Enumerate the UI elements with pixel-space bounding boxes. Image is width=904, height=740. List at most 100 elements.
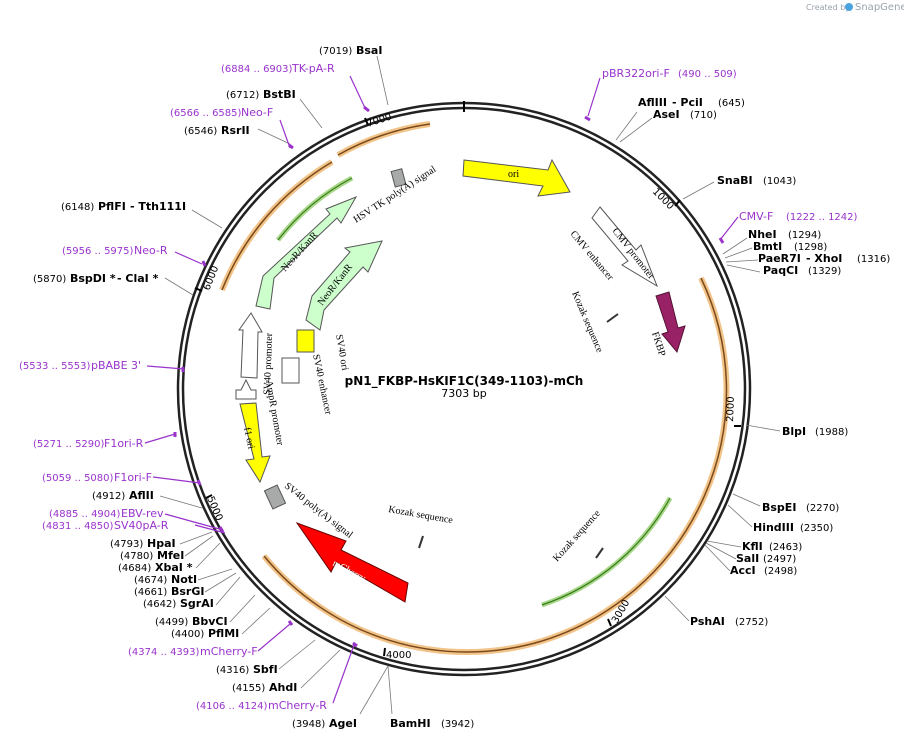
enzyme-pciI[interactable]: - PciI bbox=[672, 96, 703, 109]
enzyme-bspDI[interactable]: BspDI * bbox=[70, 272, 116, 285]
enzyme-rsrII[interactable]: RsrII bbox=[221, 124, 250, 137]
tick-label-7000: 7000 bbox=[366, 112, 394, 130]
enzyme-bspDI-pos: (5870) bbox=[33, 274, 66, 285]
cmv-promoter-feature[interactable] bbox=[591, 206, 658, 288]
enzyme-pflFI[interactable]: PflFI bbox=[98, 200, 126, 213]
cmv-promoter-label: CMV promoter bbox=[610, 226, 657, 282]
sv40-polya-feature[interactable] bbox=[263, 484, 287, 510]
neor-kanr-feature-outer[interactable] bbox=[255, 195, 358, 310]
primer-f1ori-r[interactable]: F1ori-R bbox=[104, 437, 144, 450]
enzyme-claI[interactable]: - ClaI * bbox=[117, 272, 159, 285]
enzyme-paeR7I[interactable]: PaeR7I bbox=[758, 252, 801, 265]
enzyme-ageI[interactable]: AgeI bbox=[329, 717, 357, 730]
tick-1000 bbox=[674, 199, 681, 207]
ori-feature[interactable] bbox=[462, 158, 571, 197]
enzyme-bspEI[interactable]: BspEI bbox=[762, 501, 796, 514]
enzyme-bsaI[interactable]: BsaI bbox=[356, 44, 382, 57]
created-by-text: Created by bbox=[806, 3, 850, 12]
sv40-enhancer-feature[interactable] bbox=[281, 357, 300, 384]
primer-ebv-rev-range: (4885 .. 4904) bbox=[49, 509, 121, 520]
enzyme-paqCI[interactable]: PaqCI bbox=[763, 264, 798, 277]
primer-mcherry-f[interactable]: mCherry-F bbox=[200, 645, 258, 658]
primer-sv40pa-r-range: (4831 .. 4850) bbox=[42, 521, 114, 532]
kif1c-arc-right bbox=[541, 276, 730, 644]
tick-5000 bbox=[205, 494, 213, 499]
enzyme-pshAI[interactable]: PshAI bbox=[690, 615, 725, 628]
enzyme-bspEI-pos: (2270) bbox=[806, 503, 839, 514]
enzyme-ahdI[interactable]: AhdI bbox=[269, 681, 297, 694]
enzyme-paqCI-pos: (1329) bbox=[808, 266, 841, 277]
enzyme-nheI-pos: (1294) bbox=[788, 230, 821, 241]
enzyme-aseI[interactable]: AseI bbox=[653, 108, 680, 121]
enzyme-blpI[interactable]: BlpI bbox=[782, 425, 806, 438]
f1-ori-feature[interactable] bbox=[239, 402, 271, 484]
enzyme-bmtI[interactable]: BmtI bbox=[753, 240, 782, 253]
plasmid-size: 7303 bp bbox=[441, 387, 486, 400]
tick-label-4000: 4000 bbox=[386, 650, 411, 661]
f1-ori-label: f1 ori bbox=[241, 426, 256, 450]
primer-ebv-rev[interactable]: EBV-rev bbox=[121, 507, 164, 520]
kif1c-arc-right-line bbox=[541, 277, 728, 642]
tick-4000 bbox=[383, 647, 386, 657]
enzyme-notI[interactable]: NotI bbox=[171, 573, 197, 586]
enzyme-mfeI[interactable]: MfeI bbox=[157, 549, 184, 562]
mcherry-feature[interactable] bbox=[295, 521, 409, 603]
enzyme-notI-pos: (4674) bbox=[134, 575, 167, 586]
primer-pbr322ori-f-range: (490 .. 509) bbox=[678, 69, 737, 80]
enzyme-bsrGI-pos: (4661) bbox=[134, 587, 167, 598]
primer-f1ori-f-range: (5059 .. 5080) bbox=[42, 473, 114, 484]
enzyme-salI[interactable]: SalI bbox=[736, 552, 759, 565]
enzyme-sbfI[interactable]: SbfI bbox=[253, 663, 278, 676]
neor-kanr-feature-inner[interactable] bbox=[305, 240, 383, 331]
primer-tk-pa-r-range: (6884 .. 6903) bbox=[221, 64, 293, 75]
enzyme-xbaI[interactable]: XbaI * bbox=[155, 561, 193, 574]
enzyme-pflMI-pos: (4400) bbox=[171, 629, 204, 640]
enzyme-kflI[interactable]: KflI bbox=[742, 540, 763, 553]
plasmid-name: pN1_FKBP-HsKIF1C(349-1103)-mCh bbox=[345, 374, 584, 389]
sv40-promoter-label: SV40 promoter bbox=[262, 332, 275, 395]
primer-mcherry-r[interactable]: mCherry-R bbox=[268, 699, 327, 712]
enzyme-bsaI-pos: (7019) bbox=[319, 46, 352, 57]
enzyme-accI[interactable]: AccI bbox=[730, 564, 756, 577]
enzyme-bstBI-pos: (6712) bbox=[226, 90, 259, 101]
primer-cmv-f[interactable]: CMV-F bbox=[739, 210, 773, 223]
ampr-promoter-feature[interactable] bbox=[235, 378, 257, 400]
enzyme-aflII-pos: (4912) bbox=[92, 491, 125, 502]
enzyme-hpaI[interactable]: HpaI bbox=[147, 537, 176, 550]
kozak-3-label: Kozak sequence bbox=[387, 504, 454, 526]
enzyme-pflMI[interactable]: PflMI bbox=[208, 627, 239, 640]
enzyme-aflIII[interactable]: AflIII bbox=[638, 96, 667, 109]
sv40-enhancer-label: SV40 enhancer bbox=[310, 353, 334, 416]
primer-sv40pa-r[interactable]: SV40pA-R bbox=[114, 519, 169, 532]
enzyme-tth111I[interactable]: - Tth111I bbox=[130, 200, 186, 213]
enzyme-bsrGI[interactable]: BsrGI bbox=[171, 585, 204, 598]
enzyme-snaBI[interactable]: SnaBI bbox=[717, 174, 753, 187]
enzyme-blpI-pos: (1988) bbox=[815, 427, 848, 438]
primer-neo-f[interactable]: Neo-F bbox=[241, 106, 273, 119]
kozak-2-marker bbox=[595, 547, 604, 559]
primer-tk-pa-r[interactable]: TK-pA-R bbox=[291, 62, 335, 75]
kozak-green-arc-line bbox=[541, 497, 671, 606]
enzyme-bstBI[interactable]: BstBI bbox=[263, 88, 296, 101]
enzyme-xhoI[interactable]: - XhoI bbox=[806, 252, 842, 265]
sv40-ori-label: SV40 ori bbox=[333, 334, 350, 372]
primer-mcherry-f-range: (4374 .. 4393) bbox=[128, 647, 200, 658]
enzyme-bamHI[interactable]: BamHI bbox=[390, 717, 431, 730]
enzyme-hindIII-pos: (2350) bbox=[800, 523, 833, 534]
enzyme-ageI-pos: (3948) bbox=[292, 719, 325, 730]
enzyme-hindIII[interactable]: HindIII bbox=[753, 521, 794, 534]
primer-neo-r[interactable]: Neo-R bbox=[134, 244, 168, 257]
enzyme-sgrAI[interactable]: SgrAI bbox=[180, 597, 214, 610]
enzyme-bamHI-pos: (3942) bbox=[441, 719, 474, 730]
enzyme-bbvCI[interactable]: BbvCI bbox=[192, 615, 228, 628]
primer-pbr322ori-f[interactable]: pBR322ori-F bbox=[602, 67, 670, 80]
hsv-tk-polya-feature[interactable] bbox=[390, 168, 407, 188]
enzyme-nheI[interactable]: NheI bbox=[748, 228, 777, 241]
enzyme-aflII[interactable]: AflII bbox=[129, 489, 154, 502]
fkbp-feature[interactable] bbox=[655, 291, 686, 354]
sv40-ori-feature[interactable] bbox=[296, 329, 315, 353]
primer-f1ori-f[interactable]: F1ori-F bbox=[114, 471, 152, 484]
sv40-promoter-feature[interactable] bbox=[238, 312, 263, 379]
primer-pbabe3[interactable]: pBABE 3' bbox=[91, 359, 141, 372]
